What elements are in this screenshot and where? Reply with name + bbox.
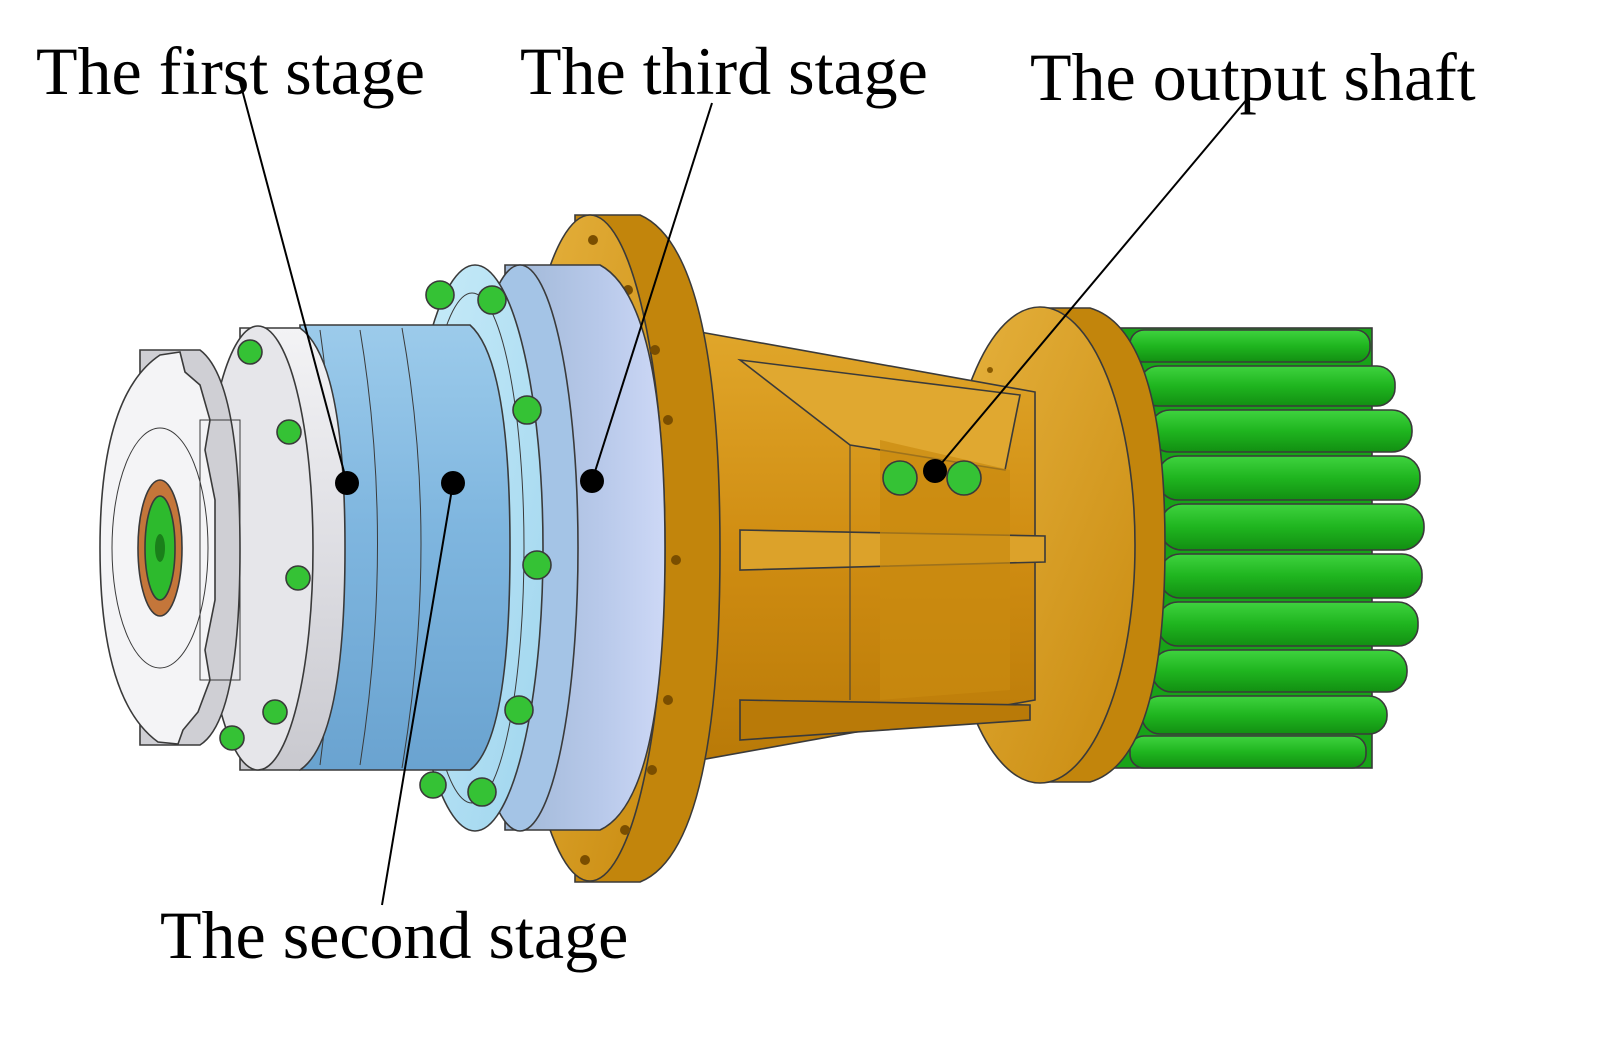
- label-first-stage: The first stage: [36, 33, 425, 109]
- label-output-shaft: The output shaft: [1030, 39, 1476, 115]
- marker-first-stage: [335, 471, 359, 495]
- label-third-stage: The third stage: [520, 33, 928, 109]
- marker-second-stage: [441, 471, 465, 495]
- output-shaft-spline: [1109, 327, 1425, 769]
- marker-third-stage: [580, 469, 604, 493]
- flange-bolts: [419, 280, 552, 807]
- leader-third-stage: [591, 102, 713, 482]
- leader-first-stage: [239, 81, 348, 484]
- leader-output-shaft: [934, 97, 1249, 472]
- cover-bolts: [219, 339, 311, 751]
- label-second-stage: The second stage: [160, 897, 628, 973]
- gold-cone-housing: [699, 331, 1046, 761]
- marker-dots: [335, 459, 947, 495]
- marker-output-shaft: [923, 459, 947, 483]
- leader-lines: [239, 81, 1249, 906]
- leader-second-stage: [381, 482, 454, 906]
- input-end-plate: [99, 349, 241, 746]
- flange-holes: [580, 235, 681, 865]
- callout-labels: The first stage The third stage The outp…: [36, 33, 1476, 973]
- spline-teeth: [1129, 329, 1425, 769]
- cone-bolts: [882, 460, 982, 496]
